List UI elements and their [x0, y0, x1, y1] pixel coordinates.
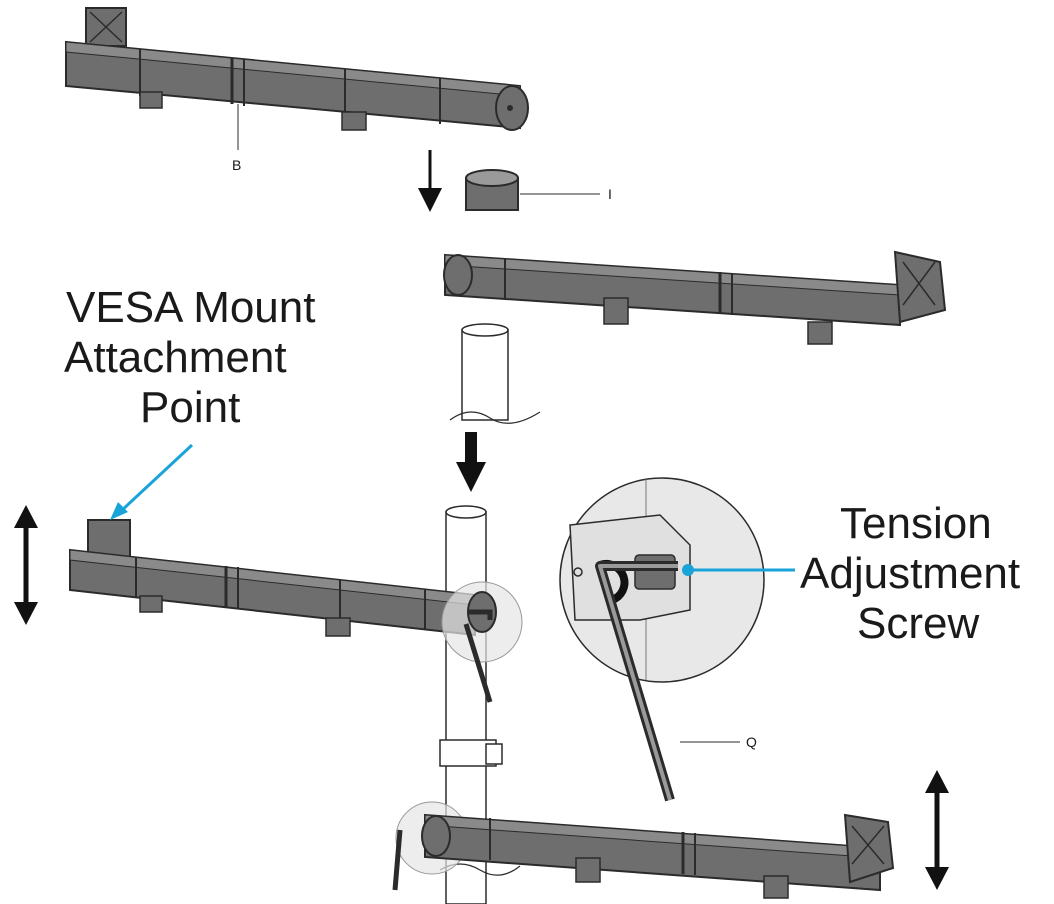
- tension-label-line1: Tension: [840, 499, 992, 548]
- arm-bottom: [392, 801, 895, 899]
- vesa-label-line2: Attachment: [64, 333, 287, 382]
- arm-second: [443, 250, 947, 345]
- vesa-label-line3: Point: [140, 383, 240, 432]
- pole-upper: [449, 323, 541, 424]
- pole-main: [439, 505, 521, 904]
- collar-part-i: [465, 169, 600, 211]
- part-label-b: B: [232, 157, 241, 173]
- part-label-q: Q: [746, 734, 757, 750]
- double-arrow-left: [14, 505, 38, 625]
- tension-zoom-detail: [559, 477, 765, 802]
- tension-label-line2: Adjustment: [800, 549, 1020, 598]
- tension-label-line3: Screw: [857, 599, 979, 648]
- down-arrow-large: [456, 432, 486, 492]
- arm-top: [65, 7, 529, 150]
- part-label-i: I: [608, 186, 612, 202]
- arm-third: [69, 519, 523, 703]
- tension-callout: [682, 564, 795, 576]
- vesa-label-line1: VESA Mount: [66, 283, 315, 332]
- double-arrow-right: [925, 770, 949, 890]
- vesa-callout: [110, 443, 194, 520]
